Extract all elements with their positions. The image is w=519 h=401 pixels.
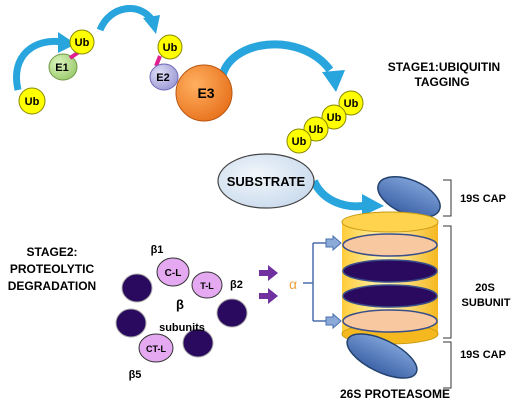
beta1-label: β1 (151, 244, 164, 256)
alpha-arrow-upper (325, 234, 342, 252)
ub-label: Ub (163, 42, 178, 54)
substrate-label: SUBSTRATE (227, 174, 306, 189)
arrow-head-e1 (58, 32, 76, 53)
ub-label: Ub (75, 37, 90, 49)
e1-label: E1 (55, 62, 68, 74)
arrow-ub-to-e1 (13, 37, 63, 91)
beta-center-label: β (176, 297, 184, 312)
polyubiquitin-chain: Ub Ub Ub Ub (286, 90, 364, 154)
beta-ring: C-L T-L CT-L β1 β2 β5 β subunits (115, 244, 248, 381)
arrow-head-e2 (143, 15, 160, 34)
beta-ring-lower (342, 284, 438, 308)
purple-arrow-upper (259, 265, 278, 281)
cl-label: C-L (165, 268, 182, 279)
stage2-line1: STAGE2: (26, 245, 77, 259)
beta-subunit (121, 273, 153, 303)
beta-subunit (216, 298, 248, 328)
trypsin-like-subunit (191, 271, 223, 299)
stage1-line1: STAGE1:UBIQUITIN (388, 60, 500, 74)
e3-enzyme: E3 (175, 64, 233, 122)
alpha-bracket (303, 234, 342, 330)
cap-top-label: 19S CAP (460, 193, 506, 205)
e3-label: E3 (197, 85, 214, 101)
subunits-label: subunits (159, 322, 205, 334)
core-label-line2: SUBUNIT (462, 297, 511, 309)
ctl-label: CT-L (146, 344, 166, 354)
core-label-line1: 20S (475, 282, 495, 294)
stage1-title: STAGE1:UBIQUITIN TAGGING (388, 60, 500, 89)
beta2-label: β2 (230, 279, 243, 291)
proteasome-brackets (443, 179, 452, 389)
core-20s-top (341, 211, 439, 233)
arrow-head-proteasome (362, 194, 384, 216)
ub-label: Ub (25, 96, 40, 108)
stage2-line3: DEGRADATION (8, 279, 96, 293)
e1-enzyme: E1 Ub (48, 29, 95, 81)
proteasome-26s (341, 175, 441, 379)
stage1-line2: TAGGING (414, 75, 469, 89)
alpha-ring-top (342, 233, 438, 257)
tl-label: T-L (200, 281, 214, 291)
beta5-label: β5 (129, 369, 142, 381)
beta-subunit (115, 308, 147, 338)
arrow-e3-to-substrate (218, 40, 334, 80)
arrow-e1-to-e2 (96, 5, 155, 32)
alpha-label: α (289, 276, 297, 292)
thioester-bond (154, 55, 162, 67)
arrow-substrate-to-proteasome (310, 179, 369, 211)
caspase-like-subunit (156, 257, 190, 287)
ub-label: Ub (344, 98, 359, 110)
chymotrypsin-like-subunit (138, 333, 174, 363)
transfer-arrows (13, 5, 384, 216)
purple-arrows (259, 265, 278, 304)
ub-label: Ub (309, 124, 324, 136)
cap-19s-bottom (346, 333, 418, 379)
ub-label: Ub (292, 136, 307, 148)
proteasome-title: 26S PROTEASOME (340, 387, 450, 401)
stage2-line2: PROTEOLYTIC (10, 262, 95, 276)
beta-subunit (182, 328, 214, 358)
e2-label: E2 (156, 72, 169, 84)
alpha-arrow-lower (325, 312, 342, 330)
arrow-head-substrate (322, 70, 345, 92)
e2-enzyme: Ub E2 (149, 34, 183, 91)
free-ubiquitin: Ub (18, 87, 46, 115)
beta-ring-upper (342, 259, 438, 283)
ub-label: Ub (327, 112, 342, 124)
alpha-ring-bottom (342, 309, 438, 333)
stage2-title: STAGE2: PROTEOLYTIC DEGRADATION (8, 245, 96, 293)
cap-bottom-label: 19S CAP (460, 349, 506, 361)
purple-arrow-lower (259, 288, 278, 304)
substrate: SUBSTRATE (217, 153, 315, 209)
